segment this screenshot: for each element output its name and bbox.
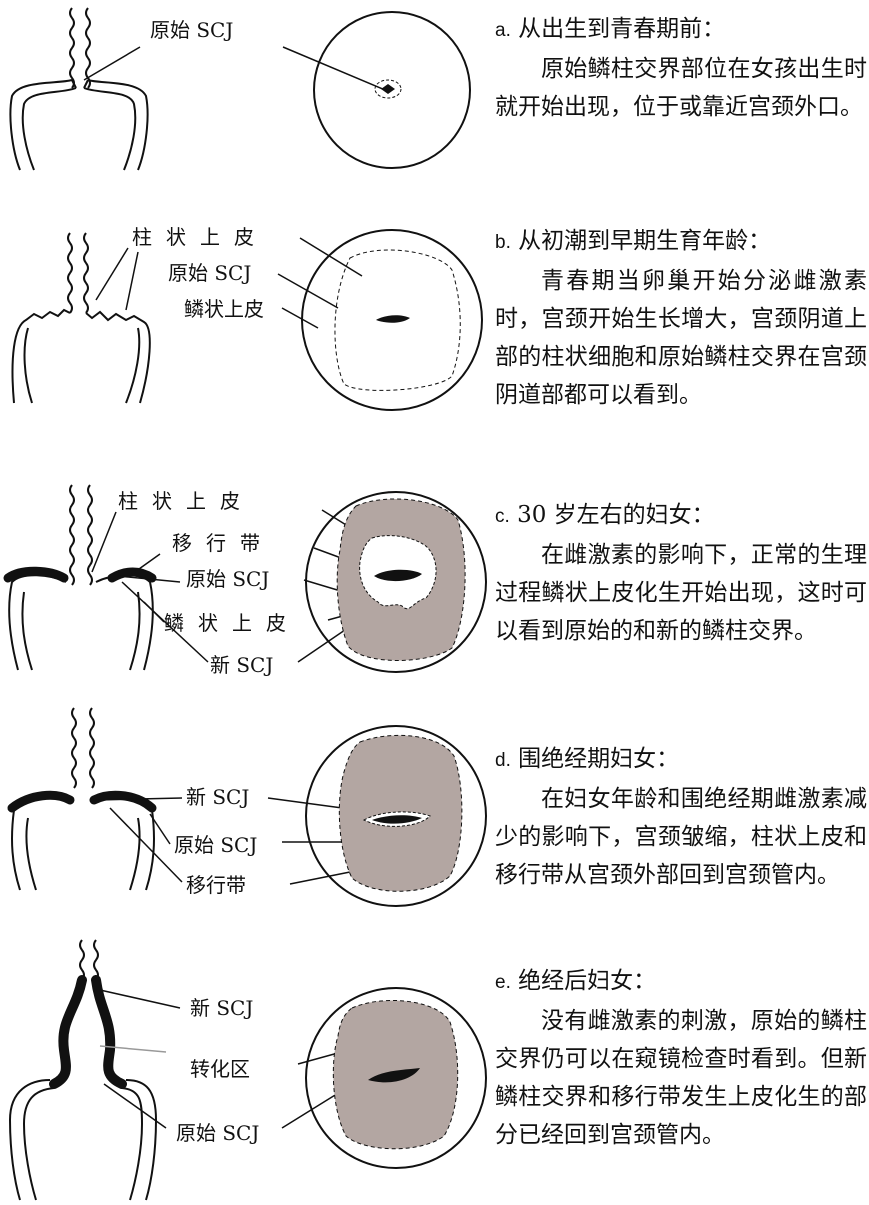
panel-c-diagram: 柱状上皮 移行带 原始 SCJ 鳞状上皮 新 SCJ xyxy=(3,484,487,677)
leader-line xyxy=(99,989,181,1009)
leader-line xyxy=(109,807,183,883)
label-new-scj: 新 SCJ xyxy=(190,996,253,1020)
leader-line xyxy=(95,247,129,301)
leader-line xyxy=(95,797,183,801)
external-os xyxy=(372,815,422,824)
label-columnar: 柱状上皮 xyxy=(118,489,254,513)
label-transformation-zone: 转化区 xyxy=(190,1057,250,1081)
panel-c-heading: c. 30 岁左右的妇女： xyxy=(495,496,867,536)
leader-line xyxy=(121,581,209,663)
panel-a: 原始 SCJ a. 从出生到青春期前： 原始鳞柱交界部位在女孩出生时就开始出现，… xyxy=(0,0,869,240)
cervix-face-view xyxy=(305,491,487,673)
leader-line xyxy=(149,813,171,845)
label-original-scj: 原始 SCJ xyxy=(174,833,257,857)
leader-line xyxy=(299,237,363,277)
leader-line xyxy=(99,1045,167,1053)
cervix-face-view xyxy=(301,229,483,411)
panel-d-body: 在妇女年龄和围绝经期雌激素减少的影响下，宫颈皱缩，柱状上皮和移行带从宫颈外部回到… xyxy=(495,786,867,888)
label-columnar: 柱状上皮 xyxy=(132,225,268,249)
leader-line xyxy=(282,46,386,91)
transformation-zone-right xyxy=(89,790,157,813)
panel-letter: d. xyxy=(495,750,511,771)
heading-text: 围绝经期妇女： xyxy=(518,746,680,772)
panel-a-body: 原始鳞柱交界部位在女孩出生时就开始出现，位于或靠近宫颈外口。 xyxy=(495,56,867,120)
panel-c-text: c. 30 岁左右的妇女： 在雌激素的影响下，正常的生理过程鳞状上皮化生开始出现… xyxy=(495,496,867,650)
leader-line xyxy=(83,46,141,81)
label-text: 柱状上皮 xyxy=(132,225,268,249)
label-original-scj: 原始 SCJ xyxy=(150,18,233,42)
label-original-scj: 原始 SCJ xyxy=(186,567,269,591)
label-squamous: 鳞状上皮 xyxy=(164,611,300,635)
label-transformation: 移行带 xyxy=(172,531,274,555)
external-os xyxy=(376,315,410,323)
transformation-zone-right xyxy=(91,975,127,1089)
panel-b-heading: b. 从初潮到早期生育年龄： xyxy=(495,222,867,262)
leader-line xyxy=(281,307,319,329)
panel-d: 新 SCJ 原始 SCJ 移行带 d. 围绝经期妇女： 在妇女年龄和围绝经期雌激… xyxy=(0,690,869,920)
panel-letter: a. xyxy=(495,20,511,41)
heading-text: 从出生到青春期前： xyxy=(518,16,726,42)
label-new-scj: 新 SCJ xyxy=(186,785,249,809)
leader-line xyxy=(303,579,345,593)
cervix-cross-section xyxy=(9,7,149,171)
external-os xyxy=(381,84,395,94)
panel-e-body: 没有雌激素的刺激，原始的鳞柱交界仍可以在窥镜检查时看到。但新鳞柱交界和移行带发生… xyxy=(495,1008,867,1148)
cervix-face-view xyxy=(305,725,487,907)
leader-line xyxy=(117,575,181,583)
external-os xyxy=(368,1068,420,1083)
original-scj-boundary xyxy=(334,249,461,391)
label-new-scj: 新 SCJ xyxy=(210,653,273,677)
panel-e-heading: e. 绝经后妇女： xyxy=(495,962,867,1002)
leader-line xyxy=(289,869,361,885)
panel-b-body: 青春期当卵巢开始分泌雌激素时，宫颈开始生长增大，宫颈阴道上部的柱状细胞和原始鳞柱… xyxy=(495,268,867,408)
label-original-scj: 原始 SCJ xyxy=(168,261,251,285)
cervix-face-view xyxy=(313,11,471,169)
transformation-zone-left xyxy=(49,975,87,1089)
panel-e: 新 SCJ 转化区 原始 SCJ e. 绝经后妇女： 没有雌激素的刺激，原始的鳞… xyxy=(0,939,869,1205)
external-os xyxy=(374,569,422,582)
scj-outline xyxy=(374,79,402,99)
panel-d-diagram: 新 SCJ 原始 SCJ 移行带 xyxy=(7,707,487,907)
cervix-cross-section xyxy=(11,232,151,404)
transformation-zone-left xyxy=(3,566,69,583)
label-transformation: 移行带 xyxy=(186,873,246,897)
heading-text: 30 岁左右的妇女： xyxy=(517,502,715,528)
panel-c: 柱状上皮 移行带 原始 SCJ 鳞状上皮 新 SCJ c. 30 岁左右的妇女：… xyxy=(0,470,869,700)
leader-line xyxy=(125,251,139,311)
leader-line xyxy=(103,1083,167,1129)
cervix-face-view xyxy=(305,987,487,1169)
heading-text: 从初潮到早期生育年龄： xyxy=(518,228,772,254)
panel-d-heading: d. 围绝经期妇女： xyxy=(495,740,867,780)
transformation-zone-right xyxy=(107,567,157,583)
label-squamous: 鳞状上皮 xyxy=(184,297,264,321)
panel-c-body: 在雌激素的影响下，正常的生理过程鳞状上皮化生开始出现，这时可以看到原始的和新的鳞… xyxy=(495,542,867,644)
panel-d-text: d. 围绝经期妇女： 在妇女年龄和围绝经期雌激素减少的影响下，宫颈皱缩，柱状上皮… xyxy=(495,740,867,894)
heading-text: 绝经后妇女： xyxy=(518,968,657,994)
panel-b: 柱状上皮 原始 SCJ 鳞状上皮 b. 从初潮到早期生育年龄： 青春期当卵巢开始… xyxy=(0,208,869,478)
panel-letter: c. xyxy=(495,506,510,527)
panel-a-diagram: 原始 SCJ xyxy=(9,7,471,171)
panel-a-text: a. 从出生到青春期前： 原始鳞柱交界部位在女孩出生时就开始出现，位于或靠近宫颈… xyxy=(495,10,867,126)
transformation-zone-left xyxy=(7,790,75,813)
label-original-scj: 原始 SCJ xyxy=(176,1121,259,1145)
panel-a-heading: a. 从出生到青春期前： xyxy=(495,10,867,50)
leader-line xyxy=(277,273,339,309)
panel-e-diagram: 新 SCJ 转化区 原始 SCJ xyxy=(8,939,487,1201)
panel-b-diagram: 柱状上皮 原始 SCJ 鳞状上皮 xyxy=(11,225,483,411)
panel-letter: e. xyxy=(495,972,511,993)
panel-b-text: b. 从初潮到早期生育年龄： 青春期当卵巢开始分泌雌激素时，宫颈开始生长增大，宫… xyxy=(495,222,867,414)
panel-letter: b. xyxy=(495,232,511,253)
leader-line xyxy=(131,553,161,575)
panel-e-text: e. 绝经后妇女： 没有雌激素的刺激，原始的鳞柱交界仍可以在窥镜检查时看到。但新… xyxy=(495,962,867,1154)
leader-line xyxy=(91,511,117,573)
